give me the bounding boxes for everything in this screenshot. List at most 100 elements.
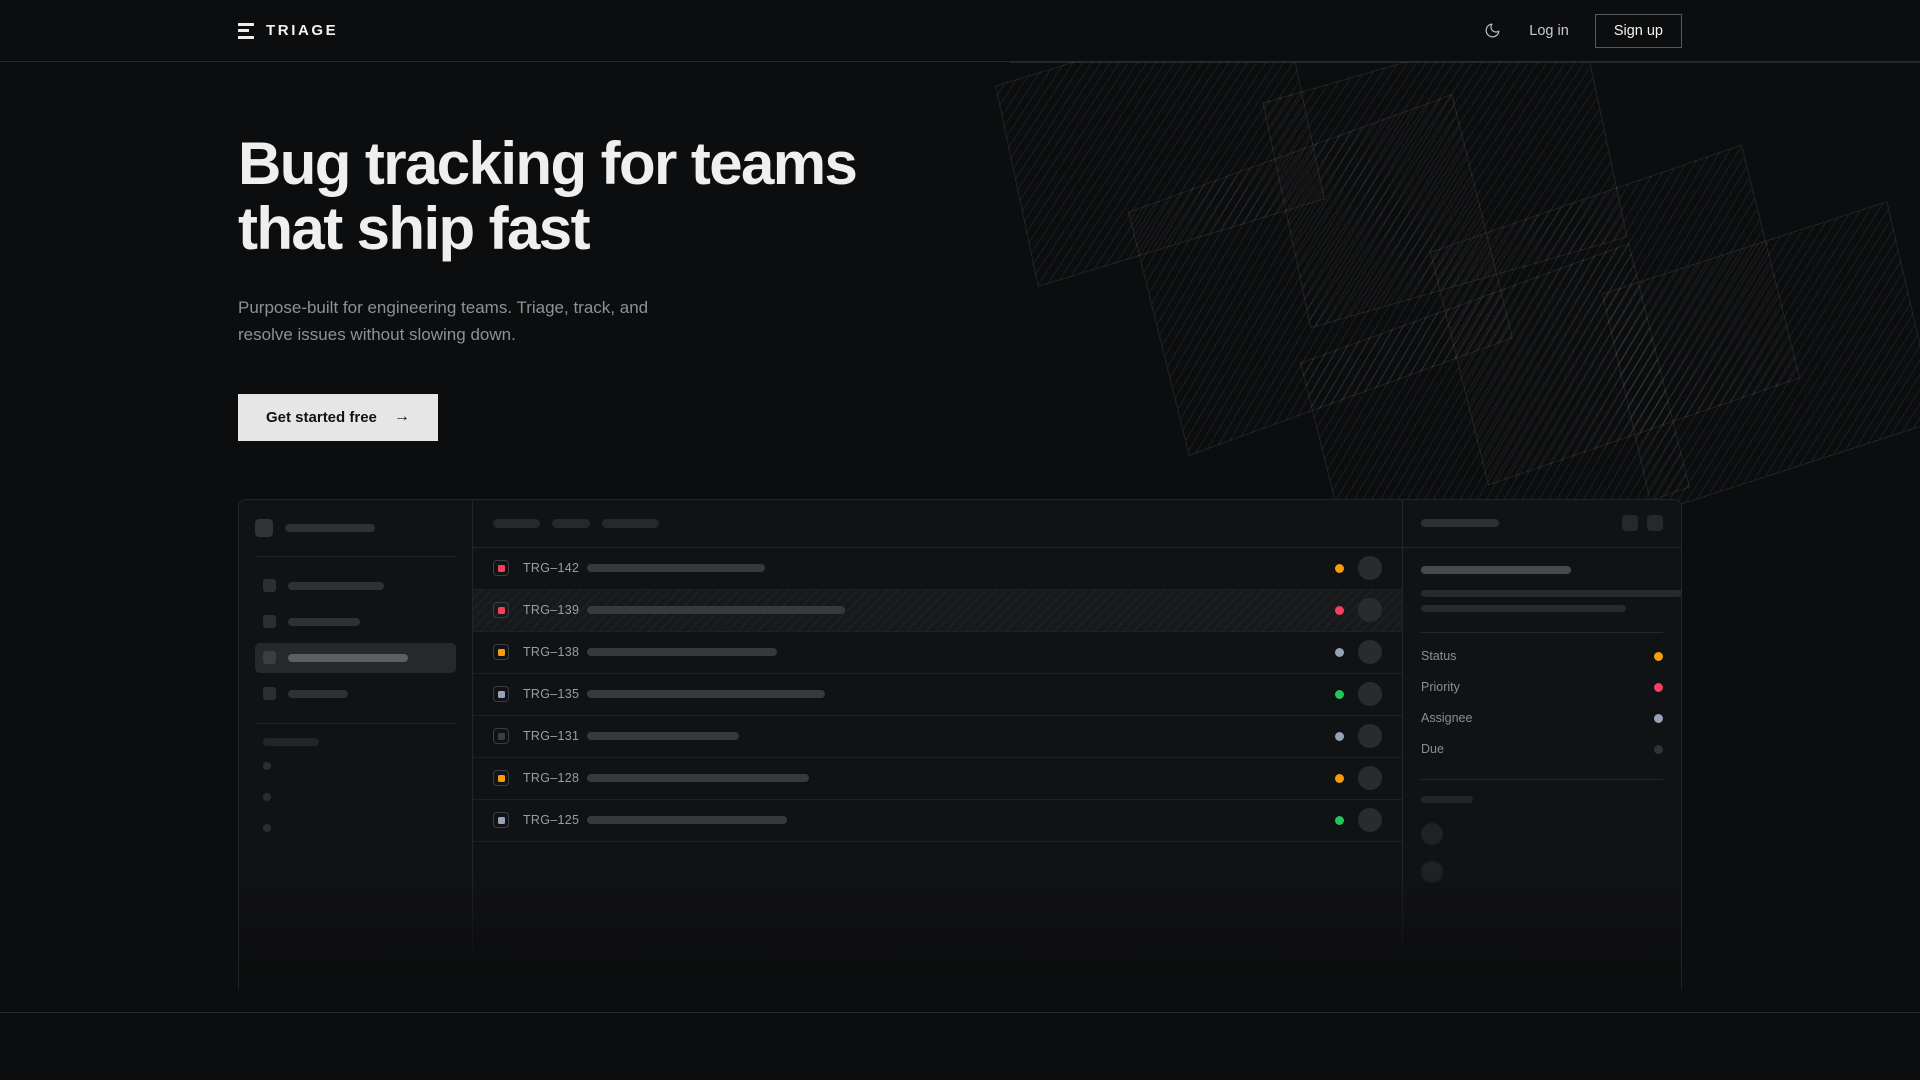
status-badge xyxy=(1335,731,1344,741)
detail-meta-label: Assignee xyxy=(1421,711,1473,726)
avatar xyxy=(1358,598,1382,623)
sidebar-item-3-active[interactable] xyxy=(255,642,456,673)
issue-key: TRG–128 xyxy=(523,771,580,786)
detail-issue-title-placeholder xyxy=(1421,565,1571,574)
detail-description-line xyxy=(1421,604,1626,612)
priority-icon xyxy=(493,560,509,577)
detail-meta-assignee[interactable]: Assignee xyxy=(1421,703,1663,734)
mock-detail-panel: Status Priority Assignee Due xyxy=(1403,500,1681,989)
filter-chip[interactable] xyxy=(602,518,659,528)
sidebar-item-4[interactable] xyxy=(255,679,456,709)
priority-icon xyxy=(493,644,509,661)
detail-meta-label: Status xyxy=(1421,649,1457,664)
sidebar-item-label-placeholder xyxy=(288,653,408,662)
sidebar-item-label-placeholder xyxy=(288,617,360,626)
app-square-icon xyxy=(255,518,273,537)
priority-icon xyxy=(493,686,509,703)
divider xyxy=(255,722,456,724)
issue-title-placeholder xyxy=(587,648,777,657)
sidebar-item-2[interactable] xyxy=(255,607,456,637)
divider xyxy=(1421,631,1663,633)
signup-button[interactable]: Sign up xyxy=(1594,13,1682,48)
issue-title-placeholder xyxy=(587,564,765,573)
nav-square-icon xyxy=(263,579,276,593)
mock-list-toolbar xyxy=(473,500,1402,548)
table-row-selected[interactable]: TRG–139 xyxy=(473,589,1402,632)
mock-app-window: TRG–142 TRG–139 xyxy=(238,498,1682,989)
issue-title-placeholder xyxy=(587,774,809,783)
issue-key: TRG–142 xyxy=(523,561,580,576)
cta-label: Get started free xyxy=(266,408,377,426)
mock-issue-list: TRG–142 TRG–139 xyxy=(473,499,1403,989)
mock-sidebar-brand[interactable] xyxy=(255,500,456,556)
hero-section: Bug tracking for teams that ship fast Pu… xyxy=(0,62,1920,441)
filter-chip[interactable] xyxy=(493,518,540,528)
more-square-icon[interactable] xyxy=(1622,515,1638,532)
detail-meta-priority[interactable]: Priority xyxy=(1421,672,1663,703)
brand-logo[interactable]: TRIAGE xyxy=(238,22,338,39)
comments-label-placeholder xyxy=(1421,795,1473,803)
list-item-dot[interactable] xyxy=(263,792,271,801)
site-header: TRIAGE Log in Sign up xyxy=(0,0,1920,62)
table-row[interactable]: TRG–131 xyxy=(473,716,1402,758)
get-started-button[interactable]: Get started free → xyxy=(238,393,438,441)
arrow-right-icon: → xyxy=(393,408,410,426)
detail-description-line xyxy=(1421,589,1681,597)
filter-chip[interactable] xyxy=(552,518,590,528)
issue-title-placeholder xyxy=(587,732,739,741)
table-row[interactable]: TRG–138 xyxy=(473,632,1402,674)
nav-square-icon xyxy=(263,687,276,701)
table-row[interactable]: TRG–142 xyxy=(473,548,1402,590)
issue-key: TRG–139 xyxy=(523,603,580,618)
brand-name: TRIAGE xyxy=(266,22,339,39)
issue-title-placeholder xyxy=(587,606,845,615)
sidebar-item-label-placeholder xyxy=(288,581,384,590)
divider xyxy=(255,555,456,557)
priority-icon xyxy=(493,602,509,619)
table-row[interactable]: TRG–125 xyxy=(473,800,1402,842)
mock-detail-body: Status Priority Assignee Due xyxy=(1403,548,1681,909)
moon-icon[interactable] xyxy=(1481,20,1503,42)
status-badge xyxy=(1335,815,1344,825)
detail-meta-label: Priority xyxy=(1421,680,1460,695)
issue-key: TRG–131 xyxy=(523,729,580,744)
sidebar-item-1[interactable] xyxy=(255,571,456,601)
sidebar-item-label-placeholder xyxy=(288,689,348,698)
issue-title-placeholder xyxy=(587,816,787,825)
status-badge xyxy=(1335,689,1344,699)
table-row[interactable]: TRG–128 xyxy=(473,758,1402,800)
nav-square-icon xyxy=(263,651,276,665)
table-row[interactable]: TRG–135 xyxy=(473,674,1402,716)
issue-title-placeholder xyxy=(587,690,825,699)
detail-meta-due[interactable]: Due xyxy=(1421,734,1663,765)
mock-detail-header xyxy=(1403,500,1681,548)
due-badge xyxy=(1654,744,1663,754)
priority-badge xyxy=(1654,682,1663,692)
status-badge xyxy=(1654,651,1663,661)
detail-title-placeholder xyxy=(1421,519,1499,528)
mock-sidebar-sublist xyxy=(255,756,456,838)
issue-key: TRG–138 xyxy=(523,645,580,660)
mock-sidebar xyxy=(239,499,473,989)
expand-square-icon[interactable] xyxy=(1647,515,1663,532)
stacked-bars-icon xyxy=(238,22,254,39)
mock-sidebar-nav xyxy=(255,557,456,723)
issue-key: TRG–135 xyxy=(523,687,580,702)
avatar xyxy=(1421,860,1443,883)
issue-key: TRG–125 xyxy=(523,813,580,828)
detail-meta-label: Due xyxy=(1421,742,1444,757)
detail-meta-status[interactable]: Status xyxy=(1421,641,1663,672)
hero-subtitle: Purpose-built for engineering teams. Tri… xyxy=(238,297,649,345)
assignee-badge xyxy=(1654,713,1663,723)
list-item-dot[interactable] xyxy=(263,823,271,832)
priority-icon xyxy=(493,770,509,787)
login-link[interactable]: Log in xyxy=(1529,22,1569,39)
list-item-dot[interactable] xyxy=(263,761,271,770)
avatar xyxy=(1421,822,1443,845)
issue-rows: TRG–142 TRG–139 xyxy=(473,548,1402,842)
page-divider xyxy=(0,1012,1920,1013)
priority-icon xyxy=(493,728,509,745)
divider xyxy=(1421,778,1663,780)
avatar xyxy=(1358,766,1382,791)
avatar xyxy=(1358,808,1382,833)
